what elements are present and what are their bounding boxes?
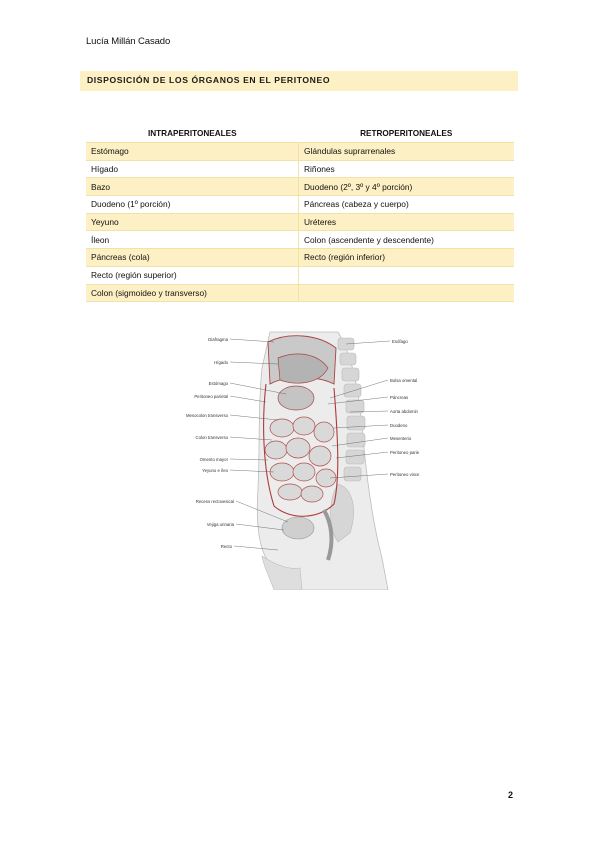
section-heading: DISPOSICIÓN DE LOS ÓRGANOS EN EL PERITON… bbox=[80, 71, 518, 91]
label-omento-mayor: Omento mayor bbox=[200, 457, 229, 462]
label-vejiga-urinaria: Vejiga urinaria bbox=[207, 522, 235, 527]
table-row: Bazo Duodeno (2º, 3º y 4º porción) bbox=[86, 177, 514, 197]
retro-cell: Duodeno (2º, 3º y 4º porción) bbox=[298, 177, 514, 197]
intra-cell: Hígado bbox=[86, 160, 299, 179]
intra-cell: Íleon bbox=[86, 230, 299, 250]
label-aorta-abdominal: Aorta abdomin bbox=[390, 409, 419, 414]
table-row: Recto (región superior) bbox=[86, 266, 514, 285]
table-row: Yeyuno Uréteres bbox=[86, 213, 514, 232]
label-bolsa-omental: Bolsa omental bbox=[390, 378, 417, 383]
label-pancreas: Páncreas bbox=[390, 395, 408, 400]
retro-cell: Recto (región inferior) bbox=[298, 248, 514, 267]
retro-cell bbox=[298, 284, 514, 303]
retro-cell: Colon (ascendente y descendente) bbox=[298, 230, 514, 250]
table-row: Duodeno (1º porción) Páncreas (cabeza y … bbox=[86, 195, 514, 214]
intra-cell: Duodeno (1º porción) bbox=[86, 195, 299, 214]
label-estomago: Estómago bbox=[209, 381, 229, 386]
anatomy-svg: Diafragma Hígado Estómago Peritoneo pari… bbox=[186, 331, 420, 590]
retro-cell bbox=[298, 266, 514, 285]
section-title: DISPOSICIÓN DE LOS ÓRGANOS EN EL PERITON… bbox=[87, 75, 331, 85]
intra-cell: Páncreas (cola) bbox=[86, 248, 299, 267]
retro-cell: Uréteres bbox=[298, 213, 514, 232]
header-intraperitoneales: INTRAPERITONEALES bbox=[86, 124, 299, 143]
table-row: Estómago Glándulas suprarrenales bbox=[86, 142, 514, 161]
label-peritoneo-visceral: Peritoneo visce bbox=[390, 472, 420, 477]
author-name: Lucía Millán Casado bbox=[86, 36, 171, 47]
header-retroperitoneales: RETROPERITONEALES bbox=[298, 124, 514, 143]
label-receso-rectovesical: Recess rectovesical bbox=[196, 499, 234, 504]
label-diafragma: Diafragma bbox=[208, 337, 228, 342]
label-recto: Recto bbox=[221, 544, 233, 549]
intra-cell: Bazo bbox=[86, 177, 299, 197]
table-row: Hígado Riñones bbox=[86, 160, 514, 179]
organ-table: INTRAPERITONEALES RETROPERITONEALES Estó… bbox=[86, 124, 514, 303]
label-colon-transverso: Colon transverso bbox=[196, 435, 229, 440]
retro-cell: Glándulas suprarrenales bbox=[298, 142, 514, 161]
label-duodeno: Duodeno bbox=[390, 423, 408, 428]
intra-cell: Yeyuno bbox=[86, 213, 299, 232]
intra-cell: Estómago bbox=[86, 142, 299, 161]
label-esofago: Esófago bbox=[392, 339, 408, 344]
retro-cell: Páncreas (cabeza y cuerpo) bbox=[298, 195, 514, 214]
label-peritoneo-parietal-right: Peritoneo parie bbox=[390, 450, 420, 455]
label-yeyuno-ileo: Yeyuno e íleo bbox=[202, 468, 228, 473]
table-row: Íleon Colon (ascendente y descendente) bbox=[86, 230, 514, 250]
table-header-row: INTRAPERITONEALES RETROPERITONEALES bbox=[86, 124, 514, 143]
retro-cell: Riñones bbox=[298, 160, 514, 179]
intra-cell: Colon (sigmoideo y transverso) bbox=[86, 284, 299, 303]
page-number: 2 bbox=[508, 790, 514, 800]
intra-cell: Recto (región superior) bbox=[86, 266, 299, 285]
label-higado: Hígado bbox=[214, 360, 228, 365]
peritoneum-illustration: Diafragma Hígado Estómago Peritoneo pari… bbox=[178, 328, 440, 590]
label-mesocolon-transverso: Mesocolon transverso bbox=[186, 413, 229, 418]
table-row: Páncreas (cola) Recto (región inferior) bbox=[86, 248, 514, 267]
table-row: Colon (sigmoideo y transverso) bbox=[86, 284, 514, 303]
label-peritoneo-parietal: Peritoneo parietal bbox=[194, 394, 228, 399]
label-mesenterio: Mesenterio bbox=[390, 436, 412, 441]
